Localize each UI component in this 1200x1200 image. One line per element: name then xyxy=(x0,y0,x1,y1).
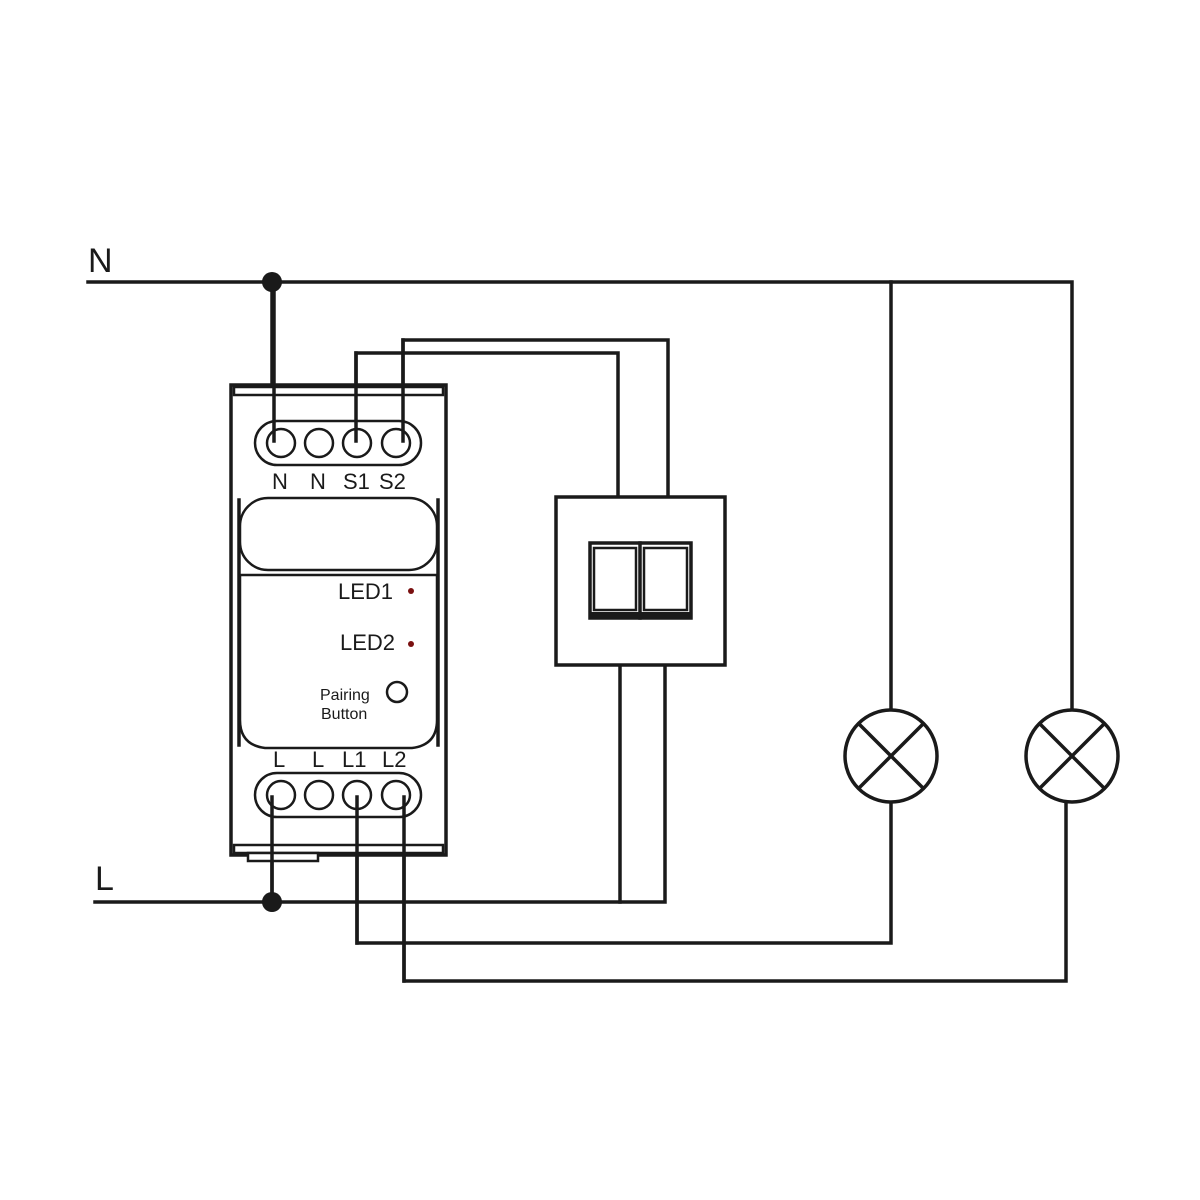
terminal-screw-icon[interactable] xyxy=(303,779,335,811)
terminal-label-s1: S1 xyxy=(343,469,370,494)
switch-rocker-shadow xyxy=(590,612,691,618)
top-terminal-block xyxy=(253,419,423,467)
terminal-screw-icon[interactable] xyxy=(265,779,297,811)
neutral-label: N xyxy=(88,242,113,280)
module-bottom-lip xyxy=(232,843,445,855)
led2-indicator xyxy=(408,641,414,647)
terminal-label-s2: S2 xyxy=(379,469,406,494)
terminal-label-l1: L xyxy=(273,747,285,772)
live-junction-dot xyxy=(262,892,282,912)
neutral-junction-dot xyxy=(262,272,282,292)
terminal-label-n2: N xyxy=(310,469,326,494)
terminal-label-l2-out: L2 xyxy=(382,747,406,772)
din-module: N N S1 S2 LED1 LED2 Pairing Button L L L… xyxy=(229,383,448,863)
bottom-terminal-block xyxy=(253,771,423,819)
terminal-screw-icon[interactable] xyxy=(265,427,297,459)
lamp-1-cross-b xyxy=(856,721,926,791)
switch-rocker-right[interactable] xyxy=(642,546,689,612)
double-rocker-switch-icon xyxy=(554,495,727,667)
module-face-panel xyxy=(238,573,439,750)
led2-label: LED2 xyxy=(340,630,395,655)
module-top-lip xyxy=(232,385,445,397)
led1-indicator xyxy=(408,588,414,594)
neutral-wire xyxy=(86,280,1074,712)
terminal-label-n1: N xyxy=(272,469,288,494)
lamp-icon xyxy=(843,708,939,804)
module-bottom-clip xyxy=(246,851,320,863)
terminal-screw-icon[interactable] xyxy=(380,427,412,459)
led1-label: LED1 xyxy=(338,579,393,604)
button-label: Button xyxy=(321,706,367,723)
pairing-button[interactable] xyxy=(385,680,409,704)
l2-wire xyxy=(402,793,1068,983)
module-label-window xyxy=(238,496,439,572)
switch-rocker-left[interactable] xyxy=(592,546,638,612)
terminal-label-l1-out: L1 xyxy=(342,747,366,772)
terminal-screw-icon[interactable] xyxy=(380,779,412,811)
terminal-label-l2: L xyxy=(312,747,324,772)
lamp-icon xyxy=(1024,708,1120,804)
live-wire xyxy=(93,663,667,904)
pairing-label: Pairing xyxy=(320,687,370,704)
lamp-2-cross-b xyxy=(1037,721,1107,791)
live-label: L xyxy=(95,860,114,898)
terminal-screw-icon[interactable] xyxy=(303,427,335,459)
